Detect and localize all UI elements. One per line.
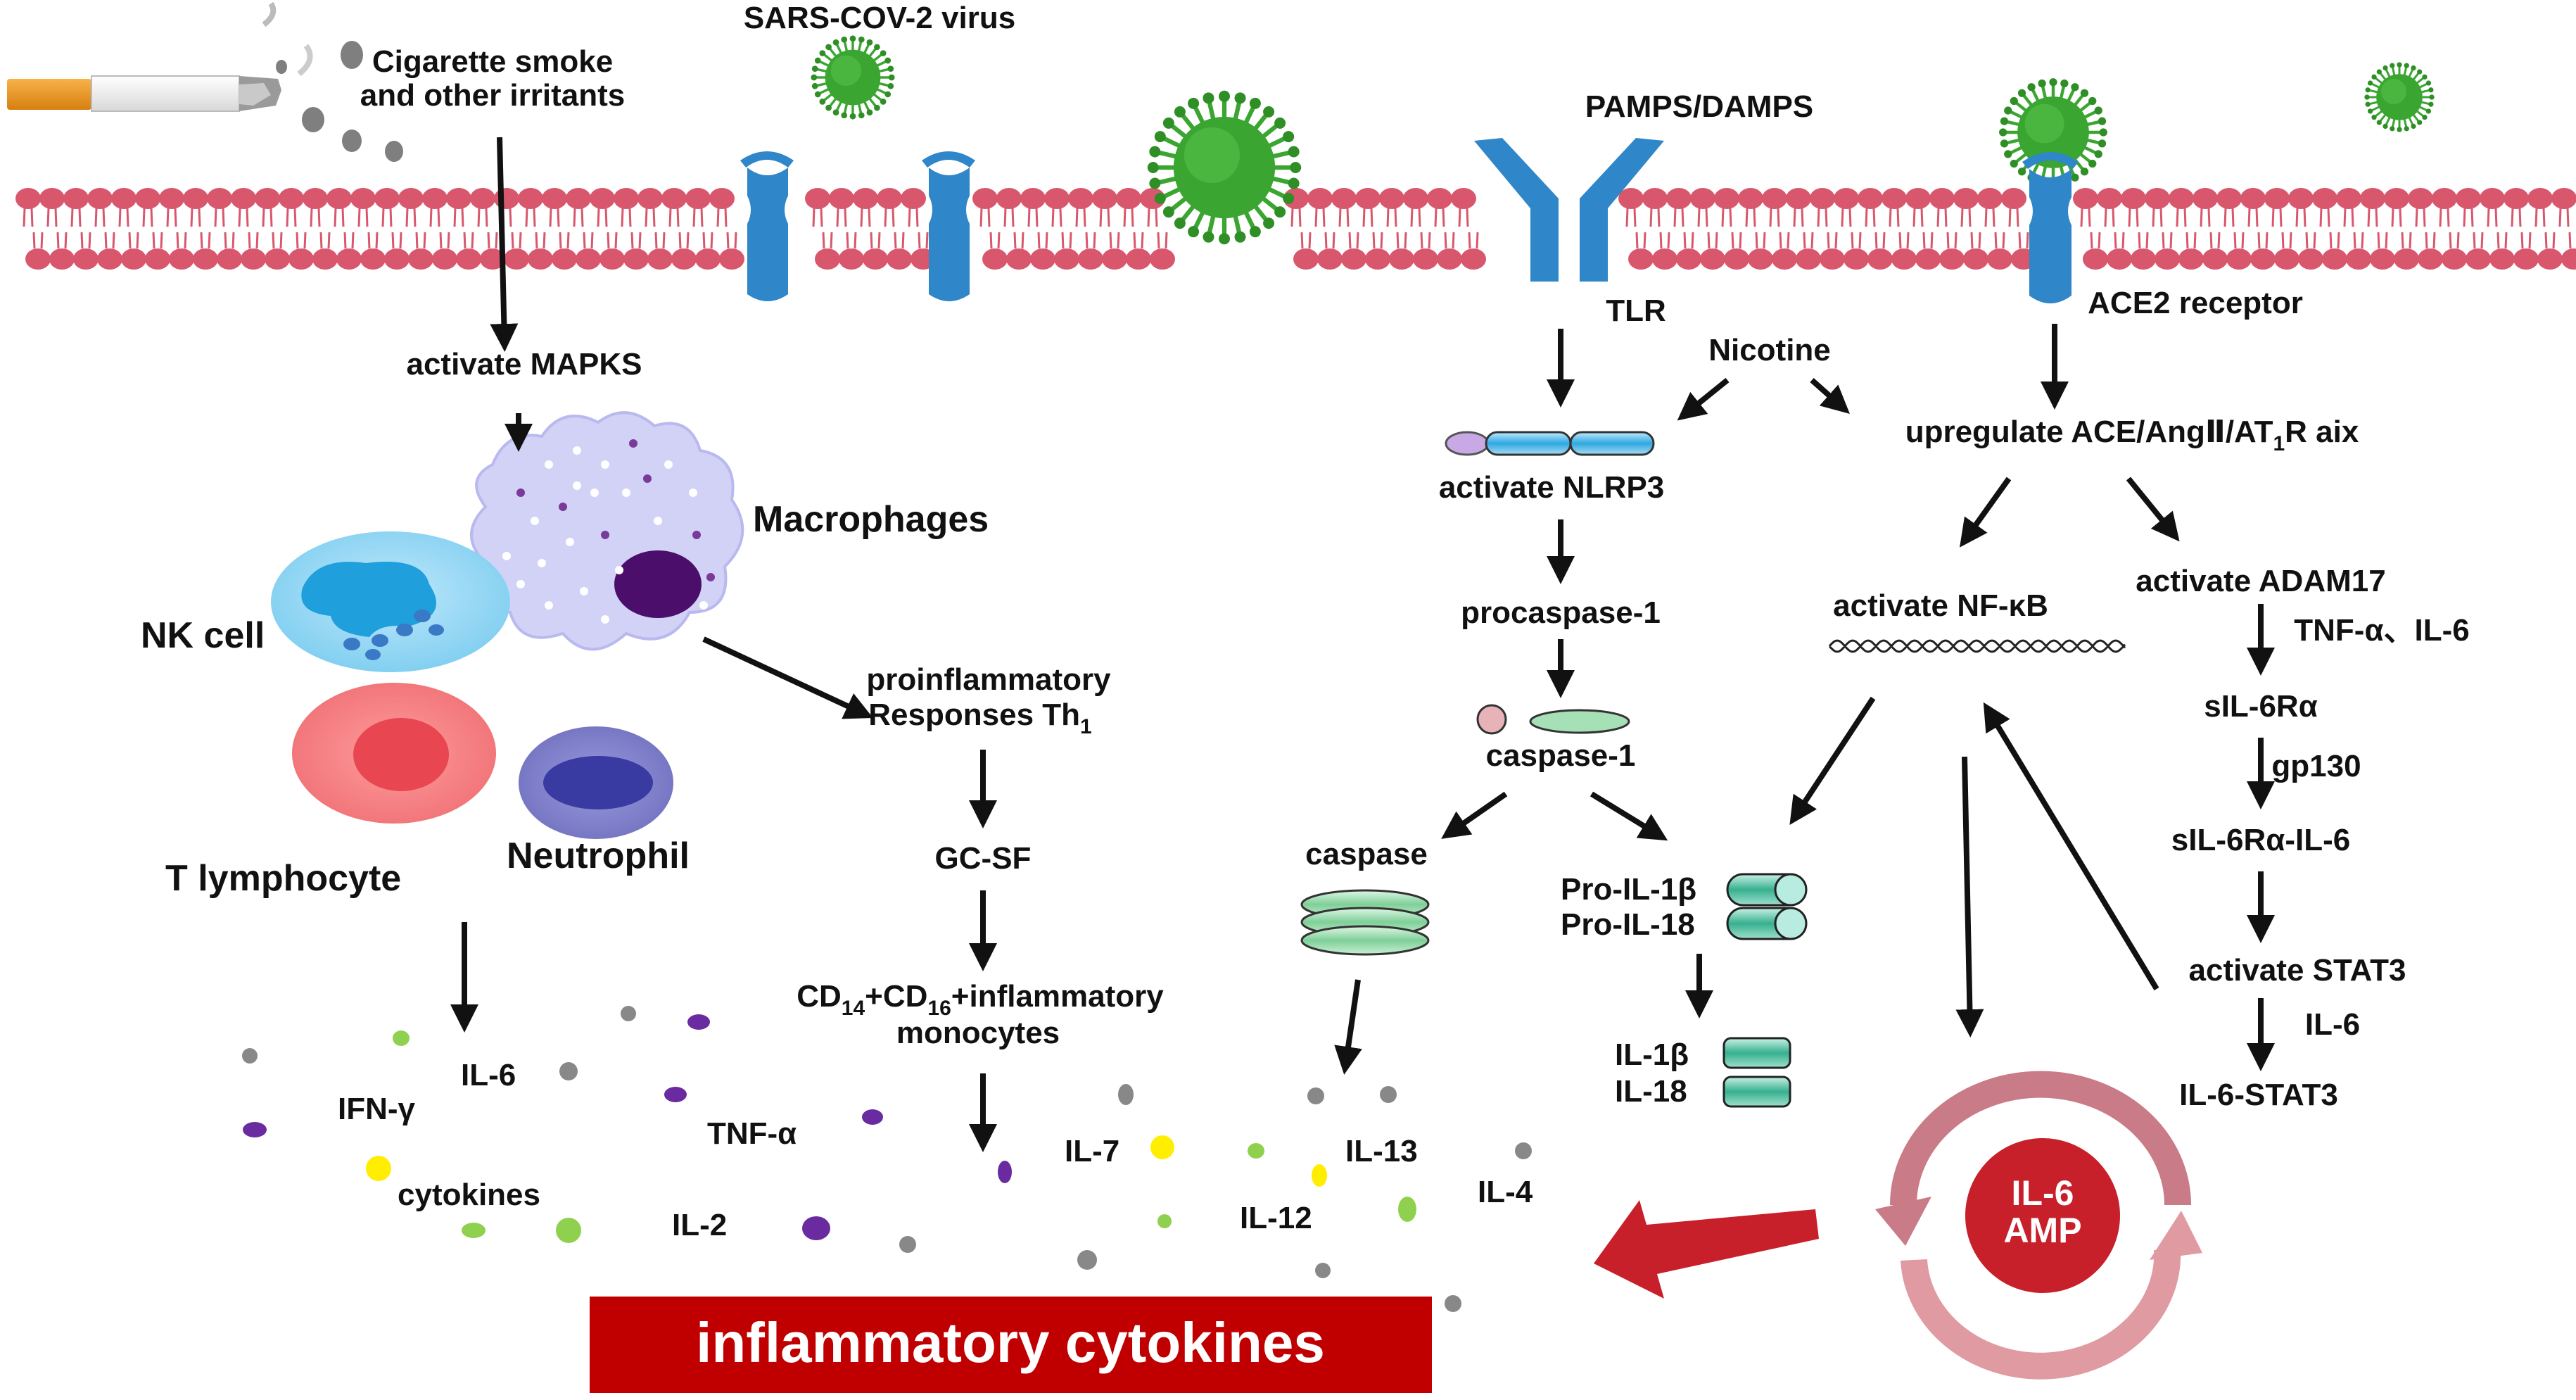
- ace2-receptor-left: [740, 151, 794, 301]
- nk-cell: [271, 531, 510, 672]
- amp-il6-label: IL-6: [2012, 1173, 2074, 1213]
- cytokine-cytokines-label: cytokines: [398, 1178, 540, 1212]
- cd14-cd16-label: CD14+CD16+inflammatory: [797, 979, 1164, 1020]
- pathway-arrows: [450, 137, 2275, 1152]
- procaspase-label: procaspase-1: [1461, 595, 1661, 630]
- activate-stat3-label: activate STAT3: [2189, 953, 2406, 988]
- macrophage-granules: [502, 439, 715, 624]
- tlr-label: TLR: [1606, 294, 1666, 328]
- cytokine-il13-label: IL-13: [1345, 1134, 1418, 1168]
- macrophages-label: Macrophages: [753, 499, 989, 540]
- cytokine-il12-label: IL-12: [1240, 1201, 1312, 1235]
- caspase-label: caspase: [1305, 837, 1428, 871]
- il6-amp-loop: [1875, 1071, 2202, 1380]
- il-mature-icon: [1722, 1037, 1791, 1108]
- cigarette-smoke-label: Cigarette smoke: [372, 44, 613, 79]
- cytokine-il4-label: IL-4: [1478, 1175, 1533, 1209]
- caspase1-label: caspase-1: [1486, 738, 1636, 773]
- responses-th1-label: Responses Th1: [868, 698, 1091, 738]
- banner-label: inflammatory cytokines: [696, 1311, 1325, 1374]
- t-lymphocyte-label: T lymphocyte: [165, 858, 401, 899]
- neutrophil-label: Neutrophil: [507, 835, 690, 876]
- virus-icon: [811, 35, 895, 120]
- amp-output-arrow: [1594, 1200, 1819, 1299]
- amp-label: AMP: [2003, 1211, 2081, 1250]
- smoke-particles: [276, 41, 403, 162]
- cell-membrane: [15, 188, 2576, 270]
- t-lymphocyte-cell: [292, 683, 496, 824]
- cytokine-il7-label: IL-7: [1065, 1134, 1119, 1168]
- il1b-label: IL-1β: [1615, 1038, 1689, 1072]
- tnf-il6-label: TNF-α、IL-6: [2294, 613, 2469, 648]
- nlrp3-complex-icon: [1445, 431, 1655, 456]
- activate-nfkb-label: activate NF-κB: [1833, 588, 2048, 623]
- upregulate-ace-label: upregulate ACE/AngⅡ/AT1R aix: [1905, 415, 2359, 455]
- virus-icon: [2364, 62, 2435, 132]
- virus-icon: [1147, 90, 1302, 245]
- mapks-label: activate MAPKS: [406, 347, 642, 381]
- caspase-stack-icon: [1300, 889, 1430, 956]
- sil6ra-label: sIL-6Rα: [2204, 689, 2318, 724]
- activate-nlrp3-label: activate NLRP3: [1439, 470, 1664, 505]
- nicotine-label: Nicotine: [1708, 333, 1831, 367]
- sil6ra-il6-label: sIL-6Rα-IL-6: [2171, 823, 2350, 857]
- ace2-receptor: [2022, 152, 2079, 303]
- dna-helix-icon: [1828, 639, 2126, 653]
- activate-adam17-label: activate ADAM17: [2136, 564, 2385, 598]
- gcsf-label: GC-SF: [935, 841, 1032, 876]
- tlr-receptor: [1474, 138, 1664, 282]
- virus-icon: [1999, 78, 2107, 187]
- il6-stat3-label: IL-6-STAT3: [2179, 1078, 2338, 1112]
- macrophage-cell: [470, 411, 744, 651]
- cytokine-particles: [242, 1006, 1532, 1312]
- virus-label: SARS-COV-2 virus: [744, 1, 1015, 35]
- cytokine-il2-label: IL-2: [672, 1208, 727, 1242]
- inflammatory-cytokines-banner: [590, 1297, 1432, 1393]
- pamps-label: PAMPS/DAMPS: [1585, 89, 1813, 124]
- cytokine-il6-label: IL-6: [461, 1058, 516, 1092]
- cigarette-icon: [7, 1, 313, 112]
- pro-il18-label: Pro-IL-18: [1561, 907, 1695, 942]
- il6-stat3-input-label: IL-6: [2305, 1007, 2360, 1042]
- gp130-label: gp130: [2271, 749, 2361, 783]
- nk-cell-label: NK cell: [141, 615, 265, 656]
- cytokine-tnfa-label: TNF-α: [707, 1116, 797, 1151]
- ace2-receptor-mid: [922, 151, 975, 301]
- il18-label: IL-18: [1615, 1074, 1687, 1109]
- pro-il-cylinders-icon: [1726, 873, 1808, 940]
- proinflammatory-label: proinflammatory: [866, 662, 1111, 697]
- caspase1-icon: [1476, 704, 1630, 735]
- ace2-label: ACE2 receptor: [2088, 286, 2303, 320]
- monocytes-label: monocytes: [896, 1016, 1060, 1050]
- irritants-label: and other irritants: [360, 78, 626, 113]
- cytokine-ifng-label: IFN-γ: [338, 1092, 416, 1126]
- pro-il1b-label: Pro-IL-1β: [1561, 872, 1696, 907]
- neutrophil-cell: [519, 726, 673, 839]
